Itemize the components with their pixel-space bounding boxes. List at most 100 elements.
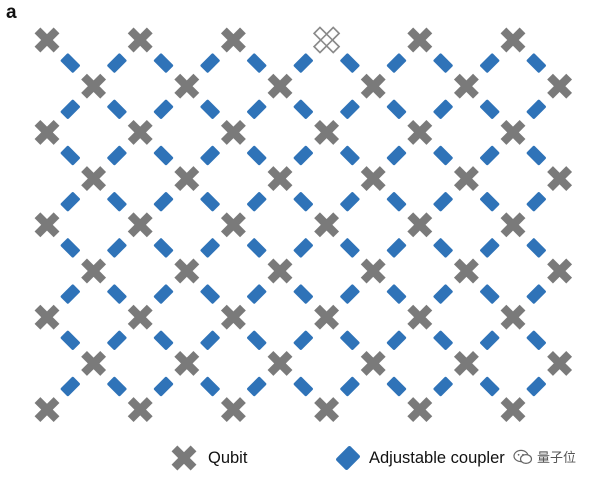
qubit [407, 27, 433, 53]
qubit [220, 397, 246, 423]
coupler [107, 284, 127, 304]
coupler [340, 99, 360, 119]
coupler [386, 238, 407, 258]
coupler [200, 145, 220, 166]
qubit [314, 304, 340, 330]
coupler [433, 192, 453, 212]
coupler [480, 99, 500, 119]
coupler [60, 99, 80, 119]
qubit [81, 350, 107, 376]
coupler [153, 99, 174, 119]
coupler [293, 238, 313, 258]
coupler [340, 284, 360, 304]
coupler [526, 145, 546, 166]
qubit [174, 166, 200, 192]
qubit [407, 397, 433, 423]
coupler [153, 238, 174, 258]
legend-qubit-label: Qubit [208, 448, 248, 467]
coupler [247, 99, 267, 119]
coupler [60, 284, 80, 304]
coupler [386, 330, 407, 350]
coupler [480, 145, 500, 166]
qubit [314, 119, 340, 145]
coupler [433, 238, 453, 258]
coupler [340, 238, 360, 258]
coupler [293, 145, 313, 166]
qubit [453, 73, 479, 99]
watermark: 量子位 [513, 447, 576, 466]
qubit [220, 304, 246, 330]
qubit [547, 350, 573, 376]
qubit [547, 73, 573, 99]
qubit [127, 27, 153, 53]
qubit [453, 166, 479, 192]
qubit [314, 212, 340, 238]
coupler [107, 376, 127, 397]
qubit [314, 397, 340, 423]
qubit [453, 258, 479, 284]
coupler [340, 192, 360, 212]
qubit [407, 119, 433, 145]
coupler [153, 376, 174, 397]
coupler [480, 53, 500, 73]
coupler [526, 376, 546, 397]
coupler [526, 99, 546, 119]
wechat-icon [513, 449, 533, 464]
coupler [480, 284, 500, 304]
qubit [547, 166, 573, 192]
qubit [360, 258, 386, 284]
coupler [247, 330, 267, 350]
qubit [360, 73, 386, 99]
qubit [34, 212, 60, 238]
coupler [340, 376, 360, 397]
coupler [293, 284, 313, 304]
coupler [293, 53, 313, 73]
coupler [386, 284, 407, 304]
qubit [81, 166, 107, 192]
watermark-text: 量子位 [537, 451, 577, 466]
coupler [247, 192, 267, 212]
coupler [200, 99, 220, 119]
qubit [34, 397, 60, 423]
coupler [293, 99, 313, 119]
coupler [107, 330, 127, 350]
coupler [107, 99, 127, 119]
coupler [293, 330, 313, 350]
coupler [247, 376, 267, 397]
qubit [407, 304, 433, 330]
coupler [107, 192, 127, 212]
qubit [127, 304, 153, 330]
coupler [340, 145, 360, 166]
qubit [34, 119, 60, 145]
qubit [453, 350, 479, 376]
qubit [220, 212, 246, 238]
coupler [433, 53, 453, 73]
qubit [34, 27, 60, 53]
coupler [200, 330, 220, 350]
coupler [340, 53, 360, 73]
missing-qubit [313, 26, 341, 54]
legend-qubit: Qubit [166, 440, 247, 476]
coupler [247, 53, 267, 73]
qubit [500, 119, 526, 145]
coupler [386, 192, 407, 212]
coupler [200, 284, 220, 304]
qubit [267, 166, 293, 192]
coupler [526, 284, 546, 304]
coupler [153, 53, 174, 73]
coupler [526, 192, 546, 212]
coupler [340, 330, 360, 350]
qubit [127, 397, 153, 423]
coupler [200, 53, 220, 73]
qubit-layer [34, 26, 573, 423]
coupler [200, 192, 220, 212]
coupler [153, 330, 174, 350]
coupler [107, 238, 127, 258]
qubit [174, 350, 200, 376]
coupler [60, 53, 80, 73]
qubit [220, 27, 246, 53]
coupler [386, 145, 407, 166]
coupler [293, 192, 313, 212]
coupler [480, 192, 500, 212]
coupler [200, 376, 220, 397]
